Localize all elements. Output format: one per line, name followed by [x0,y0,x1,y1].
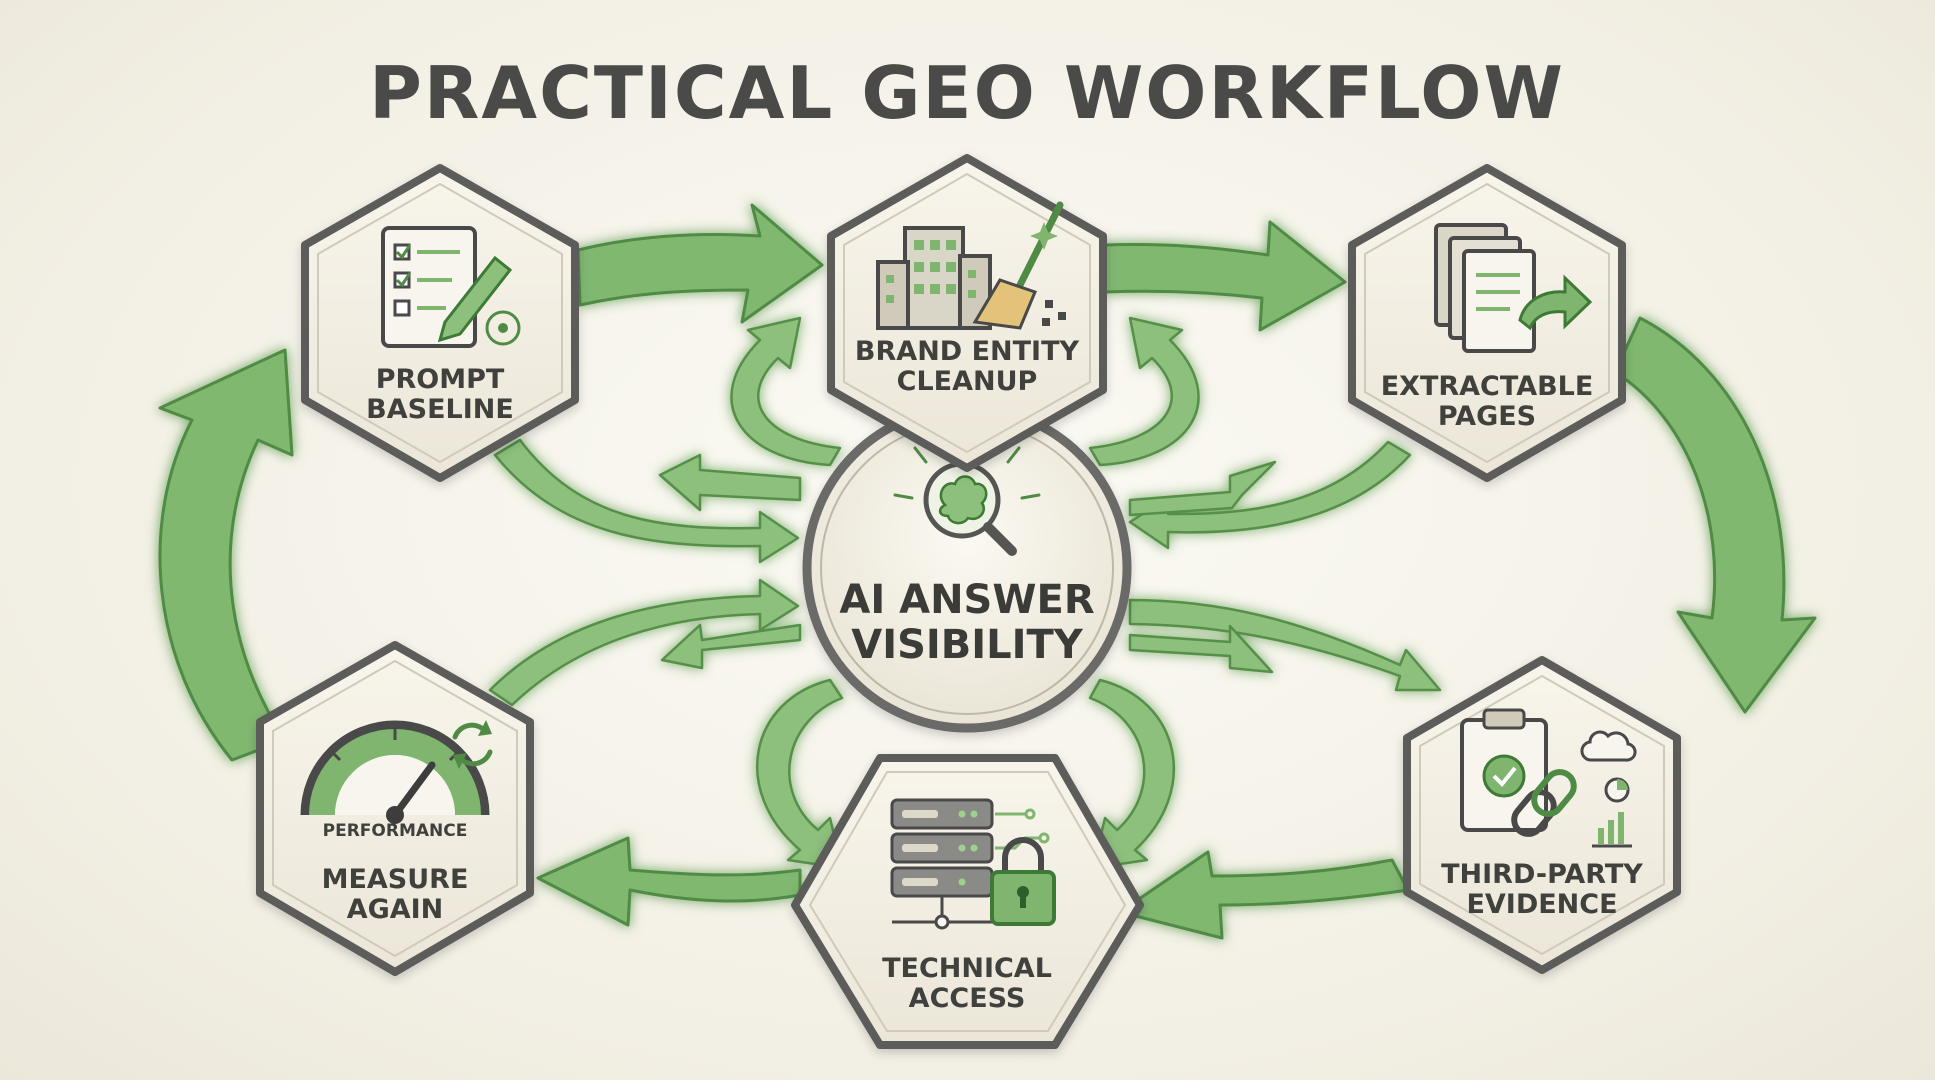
node-third-party-evidence[interactable]: THIRD-PARTY EVIDENCE [1403,656,1681,974]
node-extractable-pages[interactable]: EXTRACTABLE PAGES [1348,164,1626,482]
node-label-line2: EVIDENCE [1466,889,1617,920]
node-label-line2: AGAIN [347,894,444,925]
arrow-thirdparty-to-technical [1118,850,1410,940]
arrow-brand-to-extractable [1103,220,1347,332]
node-label-line1: THIRD-PARTY [1441,859,1643,890]
arrow-extractable-to-thirdparty [1613,316,1817,714]
documents-arrow-icon [1434,223,1593,353]
spoke-left-out-bottom [660,623,802,670]
page-title: PRACTICAL GEO WORKFLOW [369,51,1565,135]
center-label-line2: VISIBILITY [851,622,1084,668]
node-brand-entity-cleanup[interactable]: BRAND ENTITY CLEANUP [827,154,1107,472]
gauge-icon [300,720,493,824]
node-label-line1: EXTRACTABLE [1381,371,1594,402]
server-lock-icon [890,798,1056,930]
arrow-measure-to-prompt [158,348,294,762]
spoke-right-out-top [1128,460,1277,517]
spoke-right-upper-in [1128,440,1412,550]
spoke-arrows [488,316,1442,870]
spoke-bottom-right-loop [1088,678,1176,870]
checklist-pencil-icon [381,226,521,348]
arrow-technical-to-measure [536,836,802,927]
node-label-line1: TECHNICAL [882,953,1052,984]
spoke-left-mid-in [488,578,800,707]
node-label-line2: ACCESS [909,983,1026,1014]
node-label-line1: PROMPT [376,364,505,395]
spoke-right-mid [1128,598,1442,692]
spoke-top-right-loop [1088,316,1200,467]
center-node[interactable]: AI ANSWER VISIBILITY [802,403,1132,733]
node-label-line1: MEASURE [322,864,469,895]
spoke-left-out-top [658,453,802,512]
spoke-left-upper [493,438,800,564]
clipboard-link-icon [1460,708,1637,848]
node-label-line1: BRAND ENTITY [855,336,1080,367]
arrow-prompt-to-brand [576,203,824,324]
node-measure-again[interactable]: PERFORMANCE MEASURE AGAIN [256,641,534,976]
outer-loop-arrows [158,203,1817,940]
building-broom-icon [876,201,1066,330]
node-label-line2: CLEANUP [897,366,1038,397]
node-label-line2: PAGES [1438,401,1536,432]
node-technical-access[interactable]: TECHNICAL ACCESS [791,754,1144,1049]
spoke-bottom-left-loop [755,678,844,870]
node-prompt-baseline[interactable]: PROMPT BASELINE [301,164,579,482]
center-label-line1: AI ANSWER [839,577,1094,623]
spoke-top-left-loop [730,316,842,467]
gauge-label: PERFORMANCE [323,821,468,841]
spoke-right-out-bottom [1128,624,1274,674]
node-label-line2: BASELINE [366,394,514,425]
